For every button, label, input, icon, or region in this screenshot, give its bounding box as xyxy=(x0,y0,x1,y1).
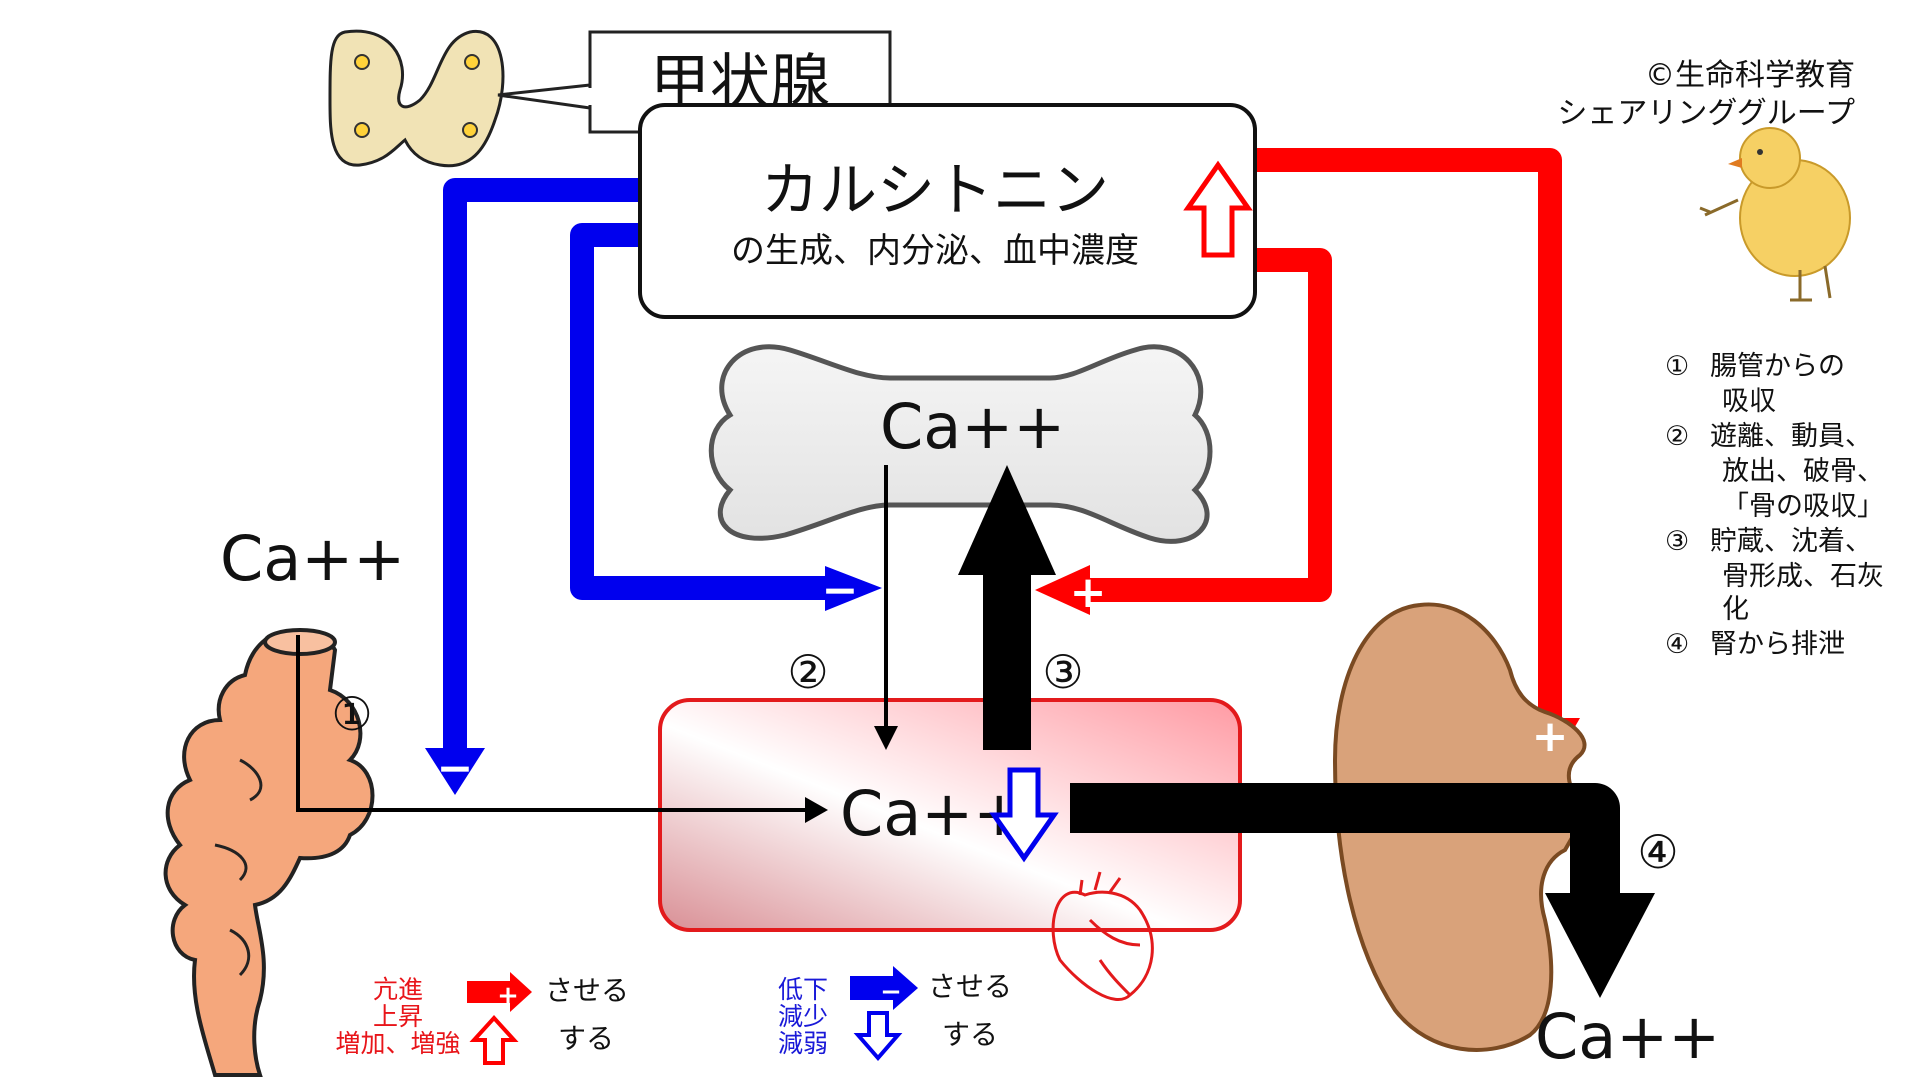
legend-3-line-1: 貯蔵、沈着、 xyxy=(1710,526,1872,557)
legend-1-line-1: 腸管からの xyxy=(1710,351,1845,382)
thyroid-gland-icon xyxy=(328,29,505,168)
key-red-word-3: 増加、増強 xyxy=(335,1029,460,1058)
minus-sign-intestine: − xyxy=(437,743,474,794)
heart-icon xyxy=(1051,871,1154,1002)
kidney-ca-ion: Ca++ xyxy=(1535,1000,1720,1073)
key-red-word-2: 上昇 xyxy=(373,1002,423,1031)
key-decrease: 低下 減少 減弱 − させる する xyxy=(778,966,1012,1062)
key-red-word-1: 亢進 xyxy=(373,975,423,1004)
step-marker-1: ① xyxy=(331,687,372,741)
step-markers: ① ② ③ ④ xyxy=(331,645,1678,879)
step-marker-2: ② xyxy=(787,645,828,699)
legend-2-line-2: 放出、破骨、 xyxy=(1722,456,1884,487)
legend-1-line-2: 吸収 xyxy=(1722,386,1776,417)
plus-sign-bone: + xyxy=(1070,567,1107,618)
key-blue-word-2: 減少 xyxy=(778,1002,828,1031)
legend-2-line-1: 遊離、動員、 xyxy=(1710,421,1872,452)
legend-num-4: ④ xyxy=(1665,629,1689,660)
svg-text:−: − xyxy=(880,977,902,1007)
key-blue-does: する xyxy=(942,1018,998,1051)
key-red-does: する xyxy=(558,1022,614,1055)
intestine-icon: Ca++ xyxy=(163,522,405,1077)
blood-box: Ca++ xyxy=(658,698,1242,932)
legend-num-2: ② xyxy=(1665,421,1689,452)
key-blue-word-3: 減弱 xyxy=(778,1029,828,1058)
calcitonin-title: カルシトニン xyxy=(761,156,1109,224)
step-marker-3: ③ xyxy=(1042,645,1083,699)
arrow-signs: − − + + xyxy=(437,565,1569,794)
legend-3-line-2: 骨形成、石灰 xyxy=(1722,561,1884,592)
up-arrow-outline-icon xyxy=(1183,160,1253,258)
legend-num-3: ③ xyxy=(1665,526,1689,557)
blue-down-outline-arrow-icon xyxy=(853,1011,903,1062)
legend-2-line-3: 「骨の吸収」 xyxy=(1722,491,1884,522)
copyright-line-1: ©生命科学教育 xyxy=(1645,58,1855,93)
key-blue-word-1: 低下 xyxy=(778,975,828,1004)
copyright: ©生命科学教育 シェアリンググループ xyxy=(1557,58,1855,302)
blue-inhibit-arrows xyxy=(425,178,882,795)
calcitonin-box: カルシトニン の生成、内分泌、血中濃度 xyxy=(638,103,1257,319)
legend-4-line-1: 腎から排泄 xyxy=(1710,629,1845,660)
legend-3-line-3: 化 xyxy=(1722,594,1749,625)
intestine-ca-ion: Ca++ xyxy=(220,522,405,595)
blue-inhibit-arrow-icon: − xyxy=(850,966,918,1010)
thin-flow-arrows xyxy=(296,465,898,823)
key-increase: 亢進 上昇 増加、増強 + させる する xyxy=(335,972,629,1065)
red-up-outline-arrow-icon xyxy=(469,1015,519,1065)
red-promote-arrow-icon: + xyxy=(467,972,532,1012)
thick-flow-arrows: Ca++ xyxy=(958,465,1720,1073)
key-red-causes: させる xyxy=(545,974,629,1007)
step-marker-4: ④ xyxy=(1637,825,1678,879)
copyright-line-2: シェアリンググループ xyxy=(1557,96,1855,131)
bone-ca-ion: Ca++ xyxy=(880,390,1065,463)
minus-sign-bone: − xyxy=(822,565,859,616)
svg-text:+: + xyxy=(497,981,519,1011)
key-blue-causes: させる xyxy=(928,970,1012,1003)
legend-num-1: ① xyxy=(1665,351,1689,382)
chick-drawing-icon xyxy=(1699,127,1851,302)
calcitonin-subtitle: の生成、内分泌、血中濃度 xyxy=(731,231,1139,271)
step-legend: ① 腸管からの 吸収 ② 遊離、動員、 放出、破骨、 「骨の吸収」 ③ 貯蔵、沈… xyxy=(1665,351,1884,660)
down-arrow-outline-icon xyxy=(989,767,1059,863)
bone-icon: Ca++ xyxy=(708,344,1213,544)
plus-sign-kidney: + xyxy=(1532,711,1569,762)
